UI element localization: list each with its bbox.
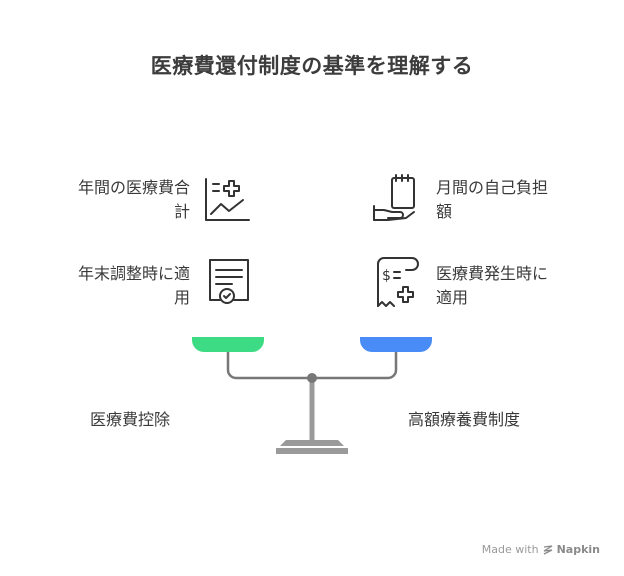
certificate-icon xyxy=(209,259,249,304)
napkin-logo-icon xyxy=(543,544,552,555)
annual-total-line1: 年間の医療費合 xyxy=(77,178,190,197)
annual-total-line2: 計 xyxy=(173,202,190,221)
napkin-brand: Napkin xyxy=(556,543,600,556)
right-pan xyxy=(360,337,432,352)
year-end-line1: 年末調整時に適 xyxy=(77,264,190,283)
monthly-copay-line2: 額 xyxy=(436,202,453,221)
year-end-label: 年末調整時に適 用 xyxy=(40,262,190,310)
footer: Made with Napkin xyxy=(482,543,600,556)
made-with-text: Made with xyxy=(481,543,539,556)
monthly-copay-line1: 月間の自己負担 xyxy=(436,178,549,197)
annual-total-label: 年間の医療費合 計 xyxy=(40,176,190,224)
base xyxy=(276,448,348,454)
base-top xyxy=(280,440,344,446)
pivot xyxy=(307,373,317,383)
on-occurrence-line2: 適用 xyxy=(436,288,469,307)
notepad-hand-icon xyxy=(373,174,415,221)
on-occurrence-line1: 医療費発生時に xyxy=(436,264,549,283)
left-side-label: 医療費控除 xyxy=(90,410,171,429)
right-side-label: 高額療養費制度 xyxy=(408,410,521,429)
year-end-line2: 用 xyxy=(173,288,190,307)
left-pan xyxy=(192,337,264,352)
svg-text:$: $ xyxy=(382,268,391,284)
chart-plus-icon xyxy=(205,178,250,221)
monthly-copay-label: 月間の自己負担 額 xyxy=(436,176,586,224)
on-occurrence-label: 医療費発生時に 適用 xyxy=(436,262,586,310)
page-title: 医療費還付制度の基準を理解する xyxy=(150,54,474,78)
receipt-plus-icon: $ xyxy=(377,257,419,307)
